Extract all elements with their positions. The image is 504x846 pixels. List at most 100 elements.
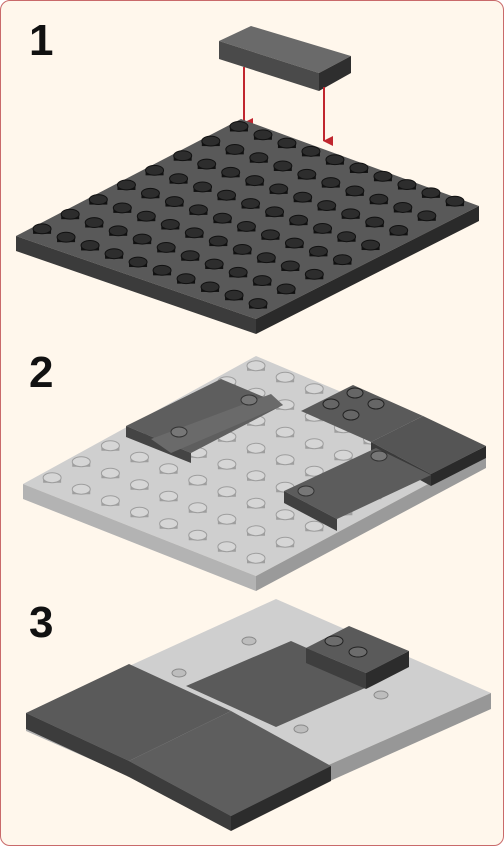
stud <box>226 144 244 154</box>
stud <box>278 138 296 148</box>
stud <box>160 519 178 529</box>
stud <box>213 213 231 223</box>
stud <box>72 484 90 494</box>
stud <box>181 251 199 261</box>
stud <box>333 255 351 265</box>
stud <box>247 361 265 371</box>
stud <box>189 475 207 485</box>
stud <box>109 226 127 236</box>
stud <box>350 163 368 173</box>
stud <box>242 199 260 209</box>
stud <box>247 498 265 508</box>
stud <box>334 450 352 460</box>
stud <box>160 464 178 474</box>
step-1-diagram <box>16 26 479 334</box>
stud <box>133 234 151 244</box>
stud <box>72 457 90 467</box>
stud <box>270 184 288 194</box>
stud <box>370 194 388 204</box>
stud <box>257 253 275 263</box>
stud <box>322 178 340 188</box>
stud <box>418 211 436 221</box>
stud <box>157 242 175 252</box>
stud <box>194 182 212 192</box>
stud <box>305 269 323 279</box>
stud <box>131 507 149 517</box>
stud <box>141 188 159 198</box>
stud <box>101 441 119 451</box>
stud <box>247 471 265 481</box>
stud <box>237 222 255 232</box>
step-2-diagram <box>23 356 486 591</box>
stud <box>33 224 51 234</box>
stud <box>290 215 308 225</box>
stud <box>246 176 264 186</box>
stud <box>318 201 336 211</box>
step-1-tile <box>219 26 351 91</box>
stud <box>225 290 243 300</box>
stud <box>89 195 107 205</box>
stud <box>177 274 195 284</box>
stud <box>281 261 299 271</box>
stud <box>137 211 155 221</box>
stud <box>266 207 284 217</box>
stud <box>250 153 268 163</box>
stud <box>165 197 183 207</box>
stud <box>254 130 272 140</box>
stud <box>218 459 236 469</box>
stud <box>342 209 360 219</box>
stud <box>105 249 123 259</box>
stud <box>189 503 207 513</box>
stud <box>394 203 412 213</box>
stud <box>81 240 99 250</box>
stud <box>305 384 323 394</box>
stud <box>85 218 103 228</box>
stud <box>362 240 380 250</box>
stud <box>160 491 178 501</box>
stud <box>274 161 292 171</box>
stud <box>261 230 279 240</box>
stud <box>326 155 344 165</box>
stud <box>276 537 294 547</box>
step-3-diagram <box>26 599 491 831</box>
stud <box>302 146 320 156</box>
stud <box>249 299 267 309</box>
stud <box>189 530 207 540</box>
stud <box>218 190 236 200</box>
stud <box>222 167 240 177</box>
stud <box>101 496 119 506</box>
stud <box>201 282 219 292</box>
stud <box>131 452 149 462</box>
stud <box>113 203 131 213</box>
stud <box>294 192 312 202</box>
stud <box>422 188 440 198</box>
stud <box>366 217 384 227</box>
stud <box>189 205 207 215</box>
stud <box>218 514 236 524</box>
stud <box>390 225 408 235</box>
stud <box>398 180 416 190</box>
stud <box>247 553 265 563</box>
stud <box>218 487 236 497</box>
stud <box>153 265 171 275</box>
stud <box>202 136 220 146</box>
stud <box>209 236 227 246</box>
stud <box>247 526 265 536</box>
stud <box>117 180 135 190</box>
stud <box>276 510 294 520</box>
stud <box>146 165 164 175</box>
stud <box>338 232 356 242</box>
stud <box>247 443 265 453</box>
stud <box>374 171 392 181</box>
stud <box>276 372 294 382</box>
stud <box>276 427 294 437</box>
stud <box>43 473 61 483</box>
stud <box>61 209 79 219</box>
stud <box>253 276 271 286</box>
stud <box>218 542 236 552</box>
stud <box>205 259 223 269</box>
stud <box>198 159 216 169</box>
stud <box>305 439 323 449</box>
